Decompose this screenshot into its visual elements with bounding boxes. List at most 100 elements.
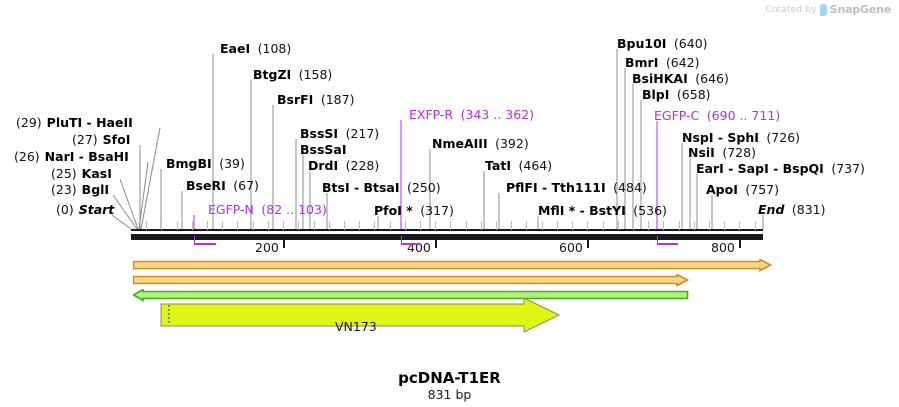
site-label-bseRI[interactable]: BseRI (67) xyxy=(186,179,259,193)
ruler-minor-tick xyxy=(253,221,254,230)
ruler-minor-tick xyxy=(374,221,375,230)
site-label-bssSI[interactable]: BssSI (217) xyxy=(300,126,380,141)
site-label-apoI[interactable]: ApoI (757) xyxy=(706,182,779,197)
leader-plutI-haeII xyxy=(140,127,161,230)
site-label-btgZI[interactable]: BtgZI (158) xyxy=(253,67,333,82)
site-position-kasI: (25) xyxy=(51,166,77,181)
site-name-pfoI: PfoI * xyxy=(374,203,413,218)
site-label-bmgBI[interactable]: BmgBI (39) xyxy=(166,156,245,171)
site-name-egfp-c: EGFP-C xyxy=(654,108,700,123)
site-name-bpu10I: Bpu10I xyxy=(617,36,667,51)
feature-arrow-1[interactable] xyxy=(133,274,689,287)
site-name-bmgBI: BmgBI xyxy=(166,156,212,171)
site-label-bmrI[interactable]: BmrI (642) xyxy=(625,55,700,70)
site-position-egfp-c: (690 .. 711) xyxy=(706,108,781,123)
site-label-exfp-r[interactable]: EXFP-R (343 .. 362) xyxy=(409,107,534,122)
feature-range-tick-0 xyxy=(194,243,216,245)
ruler-minor-tick xyxy=(724,221,725,230)
ruler-minor-tick xyxy=(298,221,299,230)
sequence-line-top xyxy=(131,229,763,231)
site-label-pflFI-tth111I[interactable]: PflFI - Tth111I (484) xyxy=(506,181,647,195)
site-label-bssSaI[interactable]: BssSaI xyxy=(300,142,347,157)
watermark-brand: SnapGene xyxy=(829,3,891,16)
site-name-tatI: TatI xyxy=(485,158,511,173)
site-label-sfoI[interactable]: (27) SfoI xyxy=(72,132,130,147)
site-label-egfp-n[interactable]: EGFP-N (82 .. 103) xyxy=(208,202,327,217)
ruler-minor-tick xyxy=(694,221,695,230)
site-label-bglI[interactable]: (23) BglI xyxy=(51,182,109,197)
feature-range-stem-1 xyxy=(401,236,402,245)
ruler-minor-tick xyxy=(207,221,208,230)
ruler-minor-tick xyxy=(633,221,634,230)
site-label-mflI-bstYI[interactable]: MflI * - BstYI (536) xyxy=(538,203,667,218)
ruler-minor-tick xyxy=(450,221,451,230)
site-position-sfoI: (27) xyxy=(72,132,98,147)
site-label-nsiI[interactable]: NsiI (728) xyxy=(688,145,756,160)
site-position-btgZI: (158) xyxy=(298,67,333,82)
site-label-bsrFI[interactable]: BsrFI (187) xyxy=(277,92,354,107)
site-position-bmrI: (642) xyxy=(665,55,700,70)
site-position-mflI-bstYI: (536) xyxy=(633,203,667,218)
site-name-plutI-haeII: PluTI - HaeII xyxy=(46,115,133,130)
site-label-bpu10I[interactable]: Bpu10I (640) xyxy=(617,36,708,51)
cds-arrow-vn173[interactable] xyxy=(160,297,560,333)
site-label-bsiHKAI[interactable]: BsiHKAI (646) xyxy=(632,71,729,86)
ruler-tick-label-800: 800 xyxy=(711,240,735,255)
site-position-blpI: (658) xyxy=(676,87,711,102)
site-label-egfp-c[interactable]: EGFP-C (690 .. 711) xyxy=(654,108,781,123)
site-label-kasI[interactable]: (25) KasI xyxy=(51,166,112,181)
site-label-end[interactable]: End (831) xyxy=(758,202,826,217)
site-label-plutI-haeII[interactable]: (29) PluTI - HaeII xyxy=(16,115,133,130)
ruler-major-tick-600 xyxy=(587,240,589,248)
ruler-minor-tick xyxy=(420,221,421,230)
ruler-minor-tick xyxy=(283,221,284,230)
site-label-eaeI[interactable]: EaeI (108) xyxy=(220,41,292,56)
site-label-nspI-sphI[interactable]: NspI - SphI (726) xyxy=(682,130,800,145)
site-position-narI-bsaHI: (26) xyxy=(14,149,40,164)
site-position-bglI: (23) xyxy=(51,182,77,197)
ruler-minor-tick xyxy=(222,221,223,230)
site-label-start[interactable]: (0) Start xyxy=(56,202,115,217)
ruler-minor-tick xyxy=(344,221,345,230)
site-label-narI-bsaHI[interactable]: (26) NarI - BsaHI xyxy=(14,149,129,164)
site-position-earI-sapI-bspQI: (737) xyxy=(831,161,865,176)
ruler-minor-tick xyxy=(496,221,497,230)
site-name-nspI-sphI: NspI - SphI xyxy=(682,130,759,145)
ruler-tick-label-600: 600 xyxy=(559,240,583,255)
site-label-blpI[interactable]: BlpI (658) xyxy=(642,87,711,102)
site-label-drdI[interactable]: DrdI (228) xyxy=(308,159,379,173)
site-name-btsI-btsaI: BtsI - BtsaI xyxy=(322,180,400,195)
site-label-nmeAIII[interactable]: NmeAIII (392) xyxy=(432,136,529,151)
site-position-bssSI: (217) xyxy=(345,126,380,141)
site-position-egfp-n: (82 .. 103) xyxy=(261,202,327,217)
site-position-nsiI: (728) xyxy=(722,145,756,160)
site-position-exfp-r: (343 .. 362) xyxy=(460,107,534,122)
site-name-bsiHKAI: BsiHKAI xyxy=(632,71,688,86)
site-label-btsI-btsaI[interactable]: BtsI - BtsaI (250) xyxy=(322,180,441,195)
cds-label-vn173: VN173 xyxy=(335,319,377,334)
site-position-end: (831) xyxy=(791,202,826,217)
site-name-mflI-bstYI: MflI * - BstYI xyxy=(538,203,626,218)
leader-kasI xyxy=(119,178,139,230)
site-label-earI-sapI-bspQI[interactable]: EarI - SapI - BspQI (737) xyxy=(696,161,865,176)
site-name-bssSaI: BssSaI xyxy=(300,142,347,157)
site-name-start: Start xyxy=(78,202,115,217)
site-position-bmgBI: (39) xyxy=(219,156,245,171)
site-name-bsrFI: BsrFI xyxy=(277,92,314,107)
site-position-apoI: (757) xyxy=(745,182,779,197)
feature-arrow-2[interactable] xyxy=(133,289,689,302)
site-position-nmeAIII: (392) xyxy=(495,136,529,151)
ruler-minor-tick xyxy=(161,221,162,230)
site-name-egfp-n: EGFP-N xyxy=(208,202,254,217)
site-name-nsiI: NsiI xyxy=(688,145,715,160)
site-name-end: End xyxy=(758,202,785,217)
leader-bglI xyxy=(112,194,138,230)
site-name-exfp-r: EXFP-R xyxy=(409,107,454,122)
site-label-tatI[interactable]: TatI (464) xyxy=(485,158,552,173)
site-label-pfoI[interactable]: PfoI * (317) xyxy=(374,203,454,218)
ruler-minor-tick xyxy=(542,221,543,230)
feature-arrow-0[interactable] xyxy=(133,259,772,272)
site-position-eaeI: (108) xyxy=(257,41,292,56)
ruler-major-tick-200 xyxy=(283,240,285,248)
